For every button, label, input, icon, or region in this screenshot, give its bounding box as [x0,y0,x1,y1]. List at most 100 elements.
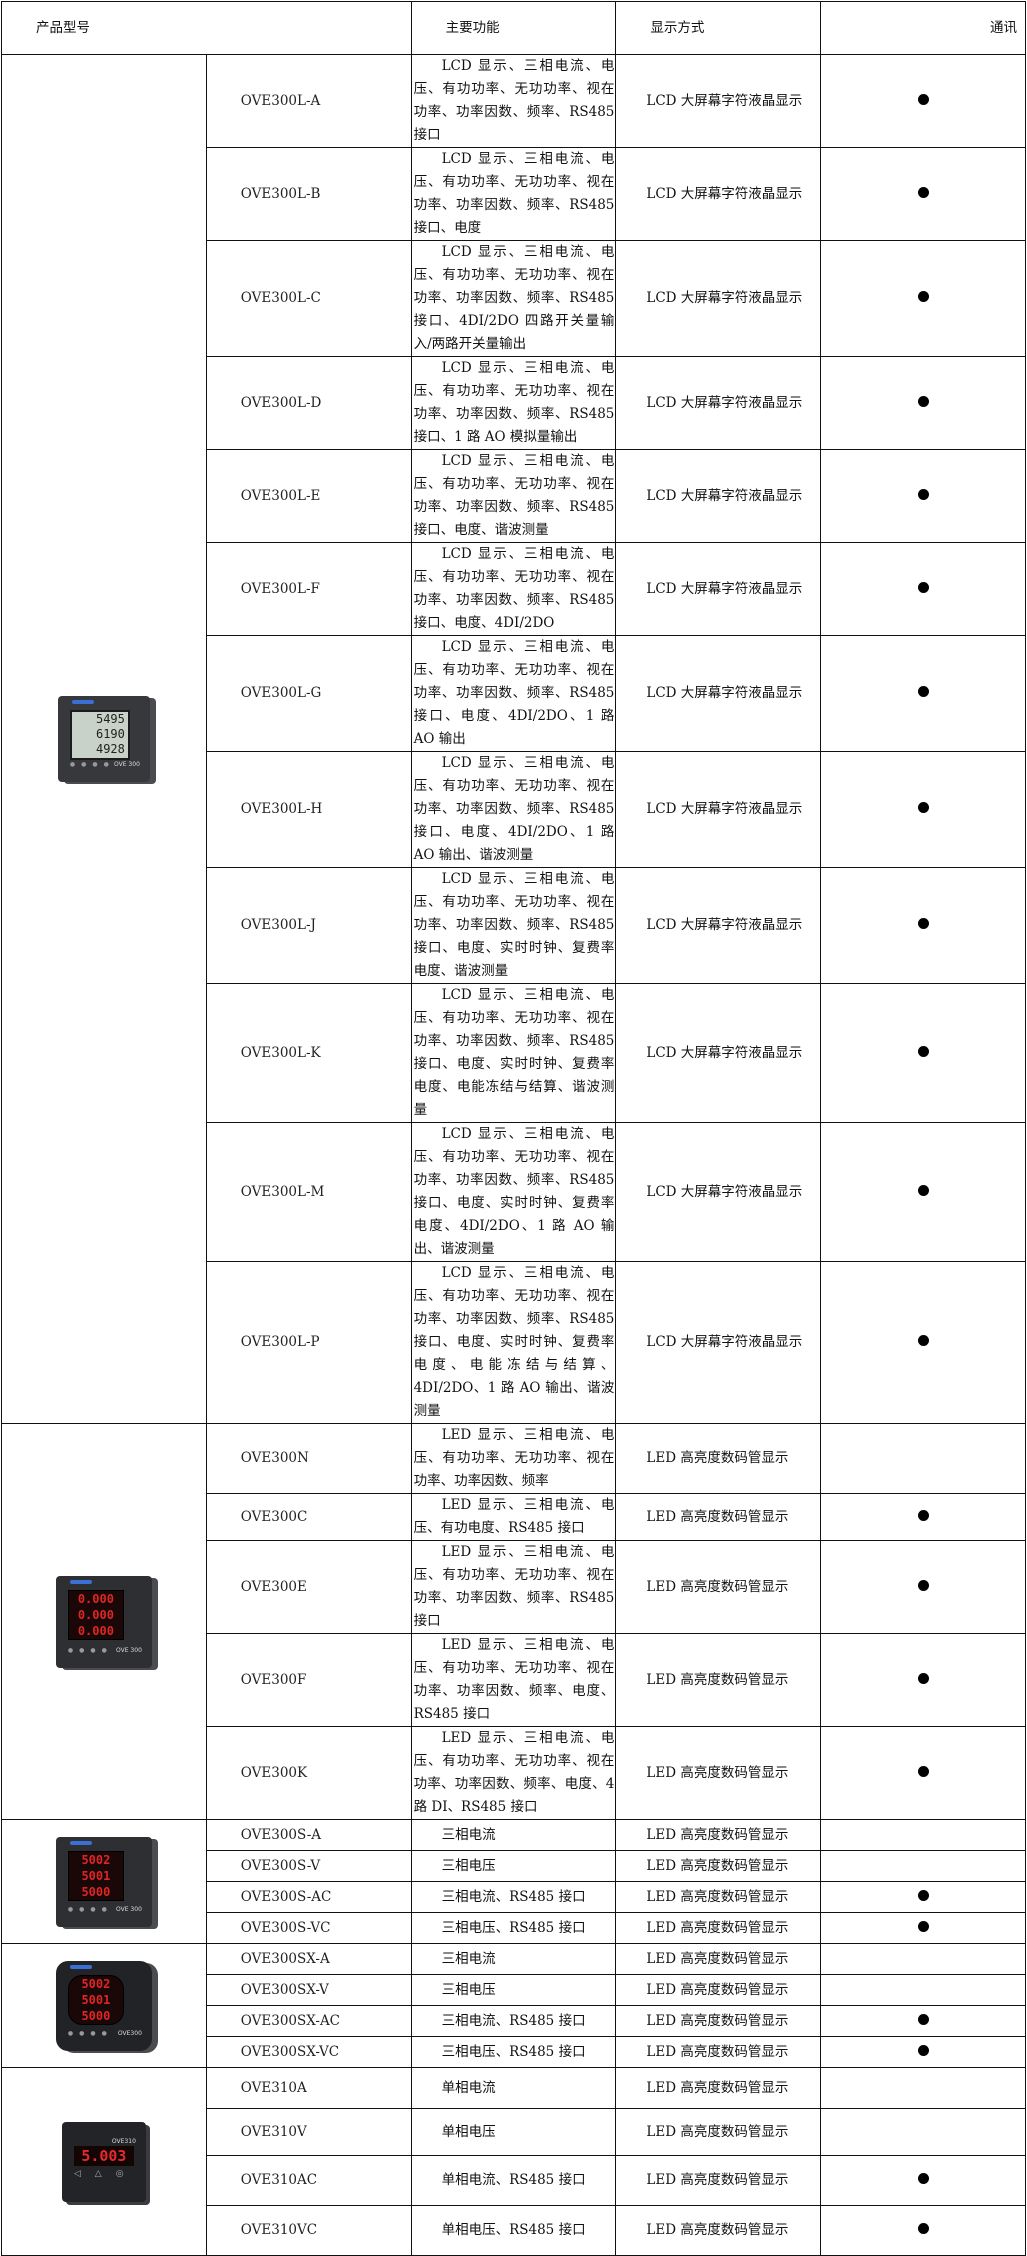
comm-cell [820,2036,1026,2068]
model-cell: OVE310A [205,2067,412,2109]
display-cell: LED 高亮度数码管显示 [615,2036,822,2068]
function-cell: LCD 显示、三相电流、电压、有功功率、无功功率、视在功率、功率因数、频率、RS… [410,751,617,868]
comm-cell [820,2155,1026,2206]
comm-cell [820,1633,1026,1727]
comm-supported-dot-icon [917,1765,929,1777]
function-text: 三相电流 [441,1826,496,1843]
display-cell: LCD 大屏幕字符液晶显示 [615,635,822,752]
model-cell: OVE300L-G [205,635,412,752]
model-cell: OVE300SX-A [205,1943,412,1975]
display-cell: LED 高亮度数码管显示 [615,1493,822,1541]
display-cell: LCD 大屏幕字符液晶显示 [615,240,822,357]
comm-supported-dot-icon [917,186,929,198]
comm-supported-dot-icon [917,2013,929,2025]
function-text: LCD 显示、三相电流、电压、有功功率、无功功率、视在功率、功率因数、频率、RS… [413,151,615,236]
function-text: 三相电流、RS485 接口 [441,2012,586,2029]
comm-cell [820,147,1026,241]
function-cell: LCD 显示、三相电流、电压、有功功率、无功功率、视在功率、功率因数、频率、RS… [410,983,617,1123]
model-cell: OVE300L-E [205,449,412,543]
comm-supported-dot-icon [917,1920,929,1932]
model-cell: OVE300S-V [205,1850,412,1882]
reading-1: 5002 [81,1852,111,1867]
model-cell: OVE300L-P [205,1261,412,1424]
model-cell: OVE300S-A [205,1819,412,1851]
model-cell: OVE300L-J [205,867,412,984]
meter-buttons-icon: ●●●● [69,761,115,768]
comm-cell [820,1819,1026,1851]
reading-2: 5001 [81,1992,111,2007]
function-text: LED 显示、三相电流、电压、有功功率、无功功率、视在功率、功率因数、频率、电度… [413,1730,615,1815]
comm-cell [820,1726,1026,1820]
brand-logo-icon [69,1579,92,1584]
comm-supported-dot-icon [917,488,929,500]
comm-supported-dot-icon [917,1045,929,1057]
comm-supported-dot-icon [917,802,929,813]
display-cell: LCD 大屏幕字符液晶显示 [615,1261,822,1424]
function-cell: 单相电流 [410,2067,617,2109]
display-cell: LED 高亮度数码管显示 [615,1819,822,1851]
comm-supported-dot-icon [917,581,929,593]
reading-1: 5002 [81,1976,111,1991]
function-cell: 单相电压 [410,2108,617,2156]
brand-logo-icon [69,1964,92,1969]
comm-cell [820,1540,1026,1634]
model-cell: OVE310AC [205,2155,412,2206]
display-cell: LCD 大屏幕字符液晶显示 [615,147,822,241]
function-text: LCD 显示、三相电流、电压、有功功率、无功功率、视在功率、功率因数、频率、RS… [413,244,615,352]
comm-supported-dot-icon [917,686,929,697]
function-text: LED 显示、三相电流、电压、有功功率、无功功率、视在功率、功率因数、频率、电度… [413,1637,615,1722]
model-cell: OVE300S-AC [205,1881,412,1913]
function-text: LCD 显示、三相电流、电压、有功功率、无功功率、视在功率、功率因数、频率、RS… [413,987,615,1118]
function-text: 三相电压 [441,1981,496,1998]
function-text: LCD 显示、三相电流、电压、有功功率、无功功率、视在功率、功率因数、频率、RS… [413,1126,615,1257]
meter-buttons-icon: ◁△◎ [73,2168,138,2179]
table-header-row: 产品型号 主要功能 显示方式 通讯 [1,1,1026,55]
display-cell: LCD 大屏幕字符液晶显示 [615,1122,822,1262]
function-text: LCD 显示、三相电流、电压、有功功率、无功功率、视在功率、功率因数、频率、RS… [413,755,615,863]
reading-2: 0.000 [77,1607,114,1622]
header-model: 产品型号 [1,1,412,55]
function-cell: 单相电流、RS485 接口 [410,2155,617,2206]
comm-supported-dot-icon [917,2044,929,2056]
function-cell: 三相电压、RS485 接口 [410,2036,617,2068]
comm-supported-dot-icon [917,918,929,929]
model-cell: OVE300SX-AC [205,2005,412,2037]
function-cell: LED 显示、三相电流、电压、有功功率、无功功率、视在功率、功率因数、频率 [410,1423,617,1494]
display-cell: LED 高亮度数码管显示 [615,1726,822,1820]
header-function: 主要功能 [410,1,617,55]
comm-cell [820,2205,1026,2256]
comm-cell [820,2067,1026,2109]
model-cell: OVE300C [205,1493,412,1541]
display-cell: LED 高亮度数码管显示 [615,1423,822,1494]
function-cell: 三相电流、RS485 接口 [410,1881,617,1913]
model-cell: OVE300K [205,1726,412,1820]
function-cell: 三相电流 [410,1819,617,1851]
comm-cell [820,2108,1026,2156]
function-text: LCD 显示、三相电流、电压、有功功率、无功功率、视在功率、功率因数、频率、RS… [413,360,615,445]
function-cell: LED 显示、三相电流、电压、有功电度、RS485 接口 [410,1493,617,1541]
display-cell: LCD 大屏幕字符液晶显示 [615,751,822,868]
reading-3: 0.000 [77,1623,114,1638]
display-cell: LCD 大屏幕字符液晶显示 [615,867,822,984]
comm-cell [820,1943,1026,1975]
function-text: 单相电流、RS485 接口 [441,2172,586,2188]
display-cell: LCD 大屏幕字符液晶显示 [615,54,822,148]
function-cell: 三相电压 [410,1850,617,1882]
comm-cell [820,2005,1026,2037]
function-text: LED 显示、三相电流、电压、有功电度、RS485 接口 [413,1497,615,1536]
function-text: LCD 显示、三相电流、电压、有功功率、无功功率、视在功率、功率因数、频率、RS… [413,546,615,631]
function-text: 单相电压 [441,2123,496,2140]
comm-cell [820,1261,1026,1424]
display-cell: LED 高亮度数码管显示 [615,1850,822,1882]
model-cell: OVE300L-D [205,356,412,450]
comm-supported-dot-icon [917,2223,929,2234]
meter-buttons-icon: ●●●● [67,2029,113,2037]
function-cell: LCD 显示、三相电流、电压、有功功率、无功功率、视在功率、功率因数、频率、RS… [410,1261,617,1424]
